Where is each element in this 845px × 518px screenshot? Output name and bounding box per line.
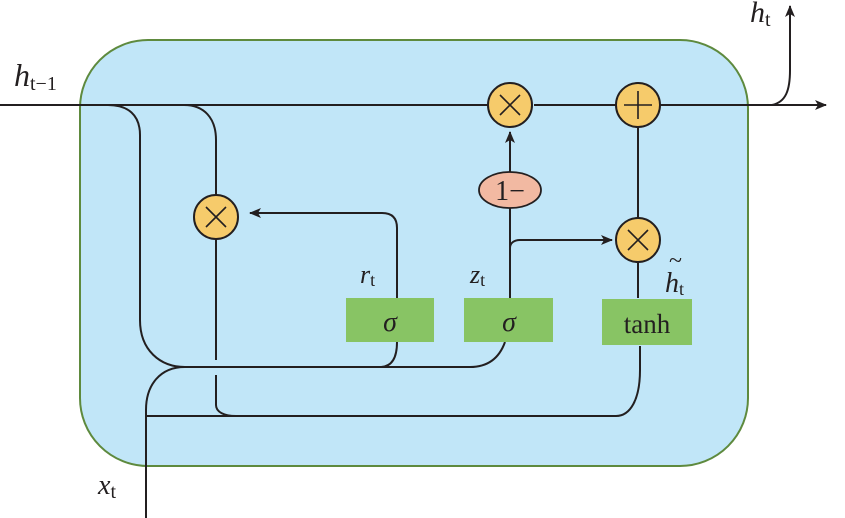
reset-gate: σ xyxy=(346,298,434,342)
r-gate-label: rt xyxy=(360,260,375,290)
h-tilde-tilde: ~ xyxy=(669,248,682,274)
multiply-icon xyxy=(205,206,227,228)
x-input-line xyxy=(145,366,186,518)
reset-multiply-operator xyxy=(193,194,239,240)
gru-cell-box xyxy=(79,39,749,467)
keep-multiply-operator xyxy=(487,82,533,128)
update-gate-label: σ xyxy=(502,307,517,338)
reset-gate-label: σ xyxy=(383,307,398,338)
h-prev-label: ht−1 xyxy=(14,57,57,95)
x-in-label: xt xyxy=(97,470,116,503)
reset-output-line-lower xyxy=(215,346,641,417)
reset-gate-input xyxy=(379,341,398,368)
output-branch xyxy=(771,5,795,106)
update-to-candidate-multiply xyxy=(509,235,613,249)
h-tilde-label: ht xyxy=(665,268,684,299)
h-prev-branch-gates xyxy=(107,104,186,368)
reset-signal-line xyxy=(249,208,398,298)
add-icon xyxy=(624,91,652,119)
update-gate: σ xyxy=(464,298,553,342)
multiply-icon xyxy=(499,94,521,116)
update-gate-input xyxy=(469,341,506,368)
one-minus-node: 1− xyxy=(478,171,542,209)
z-gate-label: zt xyxy=(469,260,485,290)
update-multiply-operator xyxy=(615,217,661,263)
multiply-icon xyxy=(627,229,649,251)
h-prev-branch-reset xyxy=(183,104,217,197)
add-operator xyxy=(615,82,661,128)
h-out-label: ht xyxy=(750,0,771,31)
one-minus-label: 1− xyxy=(495,176,525,207)
candidate-gate: tanh xyxy=(602,299,692,345)
candidate-gate-label: tanh xyxy=(624,309,671,339)
